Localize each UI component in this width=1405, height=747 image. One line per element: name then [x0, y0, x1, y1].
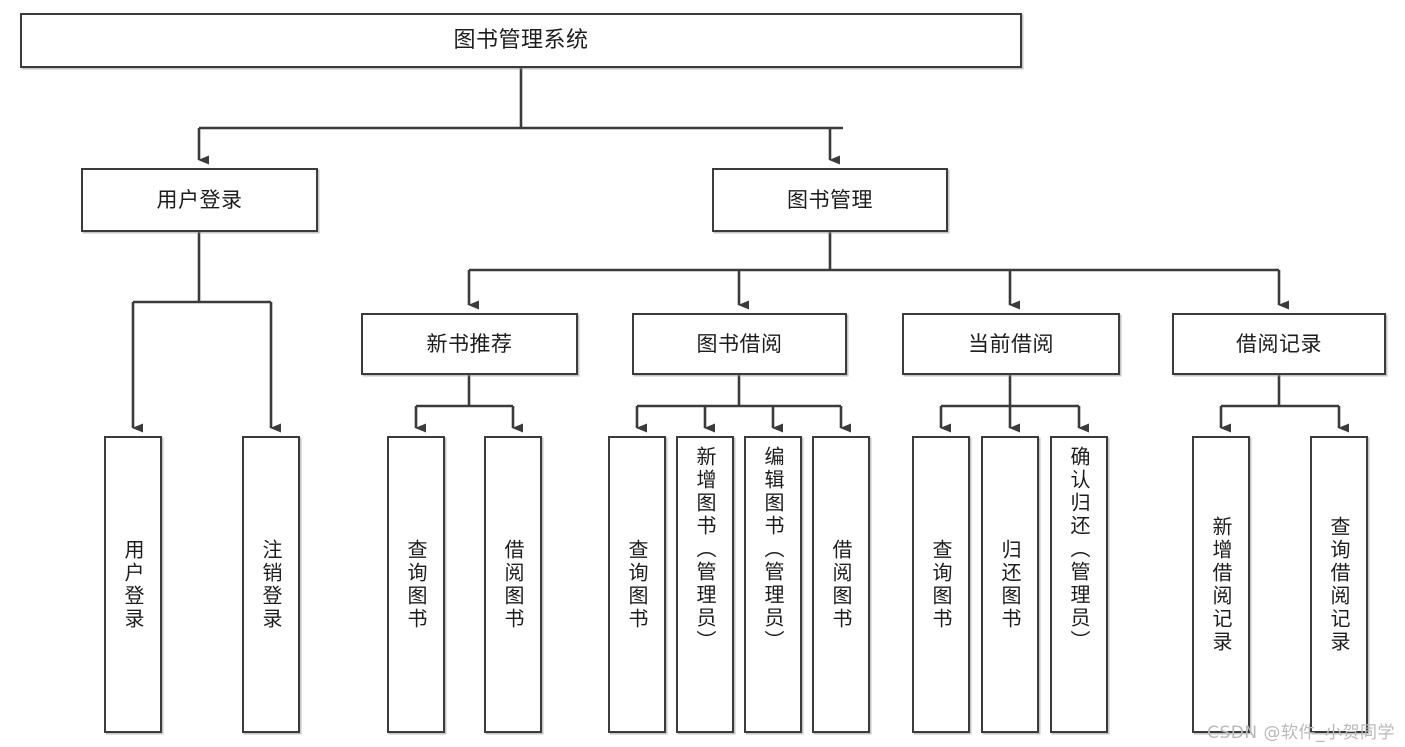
node-leaf-confirm-return-label: 确认归还（管理员） — [1067, 446, 1091, 653]
node-user-login-label: 用户登录 — [156, 187, 243, 212]
node-leaf-edit-book[interactable]: 编辑图书（管理员） — [744, 436, 802, 733]
node-root-book-management-system[interactable]: 图书管理系统 — [20, 13, 1022, 68]
node-current-borrow-label: 当前借阅 — [968, 331, 1054, 356]
node-book-manage-label: 图书管理 — [787, 187, 873, 212]
node-user-login[interactable]: 用户登录 — [81, 168, 318, 232]
node-leaf-query-book-2-label: 查询图书 — [625, 538, 649, 631]
node-root-label: 图书管理系统 — [453, 27, 589, 53]
node-leaf-query-book-2[interactable]: 查询图书 — [608, 436, 666, 733]
node-leaf-add-book-label: 新增图书（管理员） — [693, 446, 717, 653]
node-leaf-add-record[interactable]: 新增借阅记录 — [1192, 436, 1250, 733]
node-leaf-query-book-1[interactable]: 查询图书 — [387, 436, 445, 733]
node-leaf-confirm-return[interactable]: 确认归还（管理员） — [1050, 436, 1108, 733]
node-borrow-record-label: 借阅记录 — [1236, 331, 1322, 356]
node-book-borrow-label: 图书借阅 — [696, 331, 783, 356]
node-leaf-add-book[interactable]: 新增图书（管理员） — [676, 436, 734, 733]
node-leaf-borrow-book-1[interactable]: 借阅图书 — [484, 436, 542, 733]
node-current-borrow[interactable]: 当前借阅 — [902, 313, 1120, 375]
node-leaf-query-book-3[interactable]: 查询图书 — [912, 436, 970, 733]
node-leaf-query-record-label: 查询借阅记录 — [1327, 515, 1351, 654]
node-new-book-recommend[interactable]: 新书推荐 — [361, 313, 578, 375]
node-book-manage[interactable]: 图书管理 — [712, 168, 948, 232]
node-leaf-return-book[interactable]: 归还图书 — [981, 436, 1039, 733]
node-leaf-borrow-book-2[interactable]: 借阅图书 — [812, 436, 870, 733]
node-leaf-user-logout[interactable]: 注销登录 — [242, 436, 300, 733]
node-borrow-record[interactable]: 借阅记录 — [1172, 313, 1386, 375]
node-book-borrow[interactable]: 图书借阅 — [632, 313, 847, 375]
node-leaf-query-book-3-label: 查询图书 — [929, 538, 953, 631]
node-leaf-edit-book-label: 编辑图书（管理员） — [761, 446, 785, 653]
node-leaf-query-book-1-label: 查询图书 — [404, 538, 428, 631]
node-leaf-add-record-label: 新增借阅记录 — [1209, 515, 1233, 654]
node-leaf-user-login[interactable]: 用户登录 — [104, 436, 162, 733]
node-leaf-borrow-book-2-label: 借阅图书 — [829, 538, 853, 631]
node-leaf-return-book-label: 归还图书 — [998, 538, 1022, 631]
node-leaf-query-record[interactable]: 查询借阅记录 — [1310, 436, 1368, 733]
node-leaf-user-login-label: 用户登录 — [121, 538, 145, 631]
node-leaf-borrow-book-1-label: 借阅图书 — [501, 538, 525, 631]
node-leaf-user-logout-label: 注销登录 — [259, 538, 283, 631]
node-new-book-recommend-label: 新书推荐 — [426, 331, 513, 356]
watermark-text: CSDN @软件_小贺同学 — [1207, 723, 1395, 743]
